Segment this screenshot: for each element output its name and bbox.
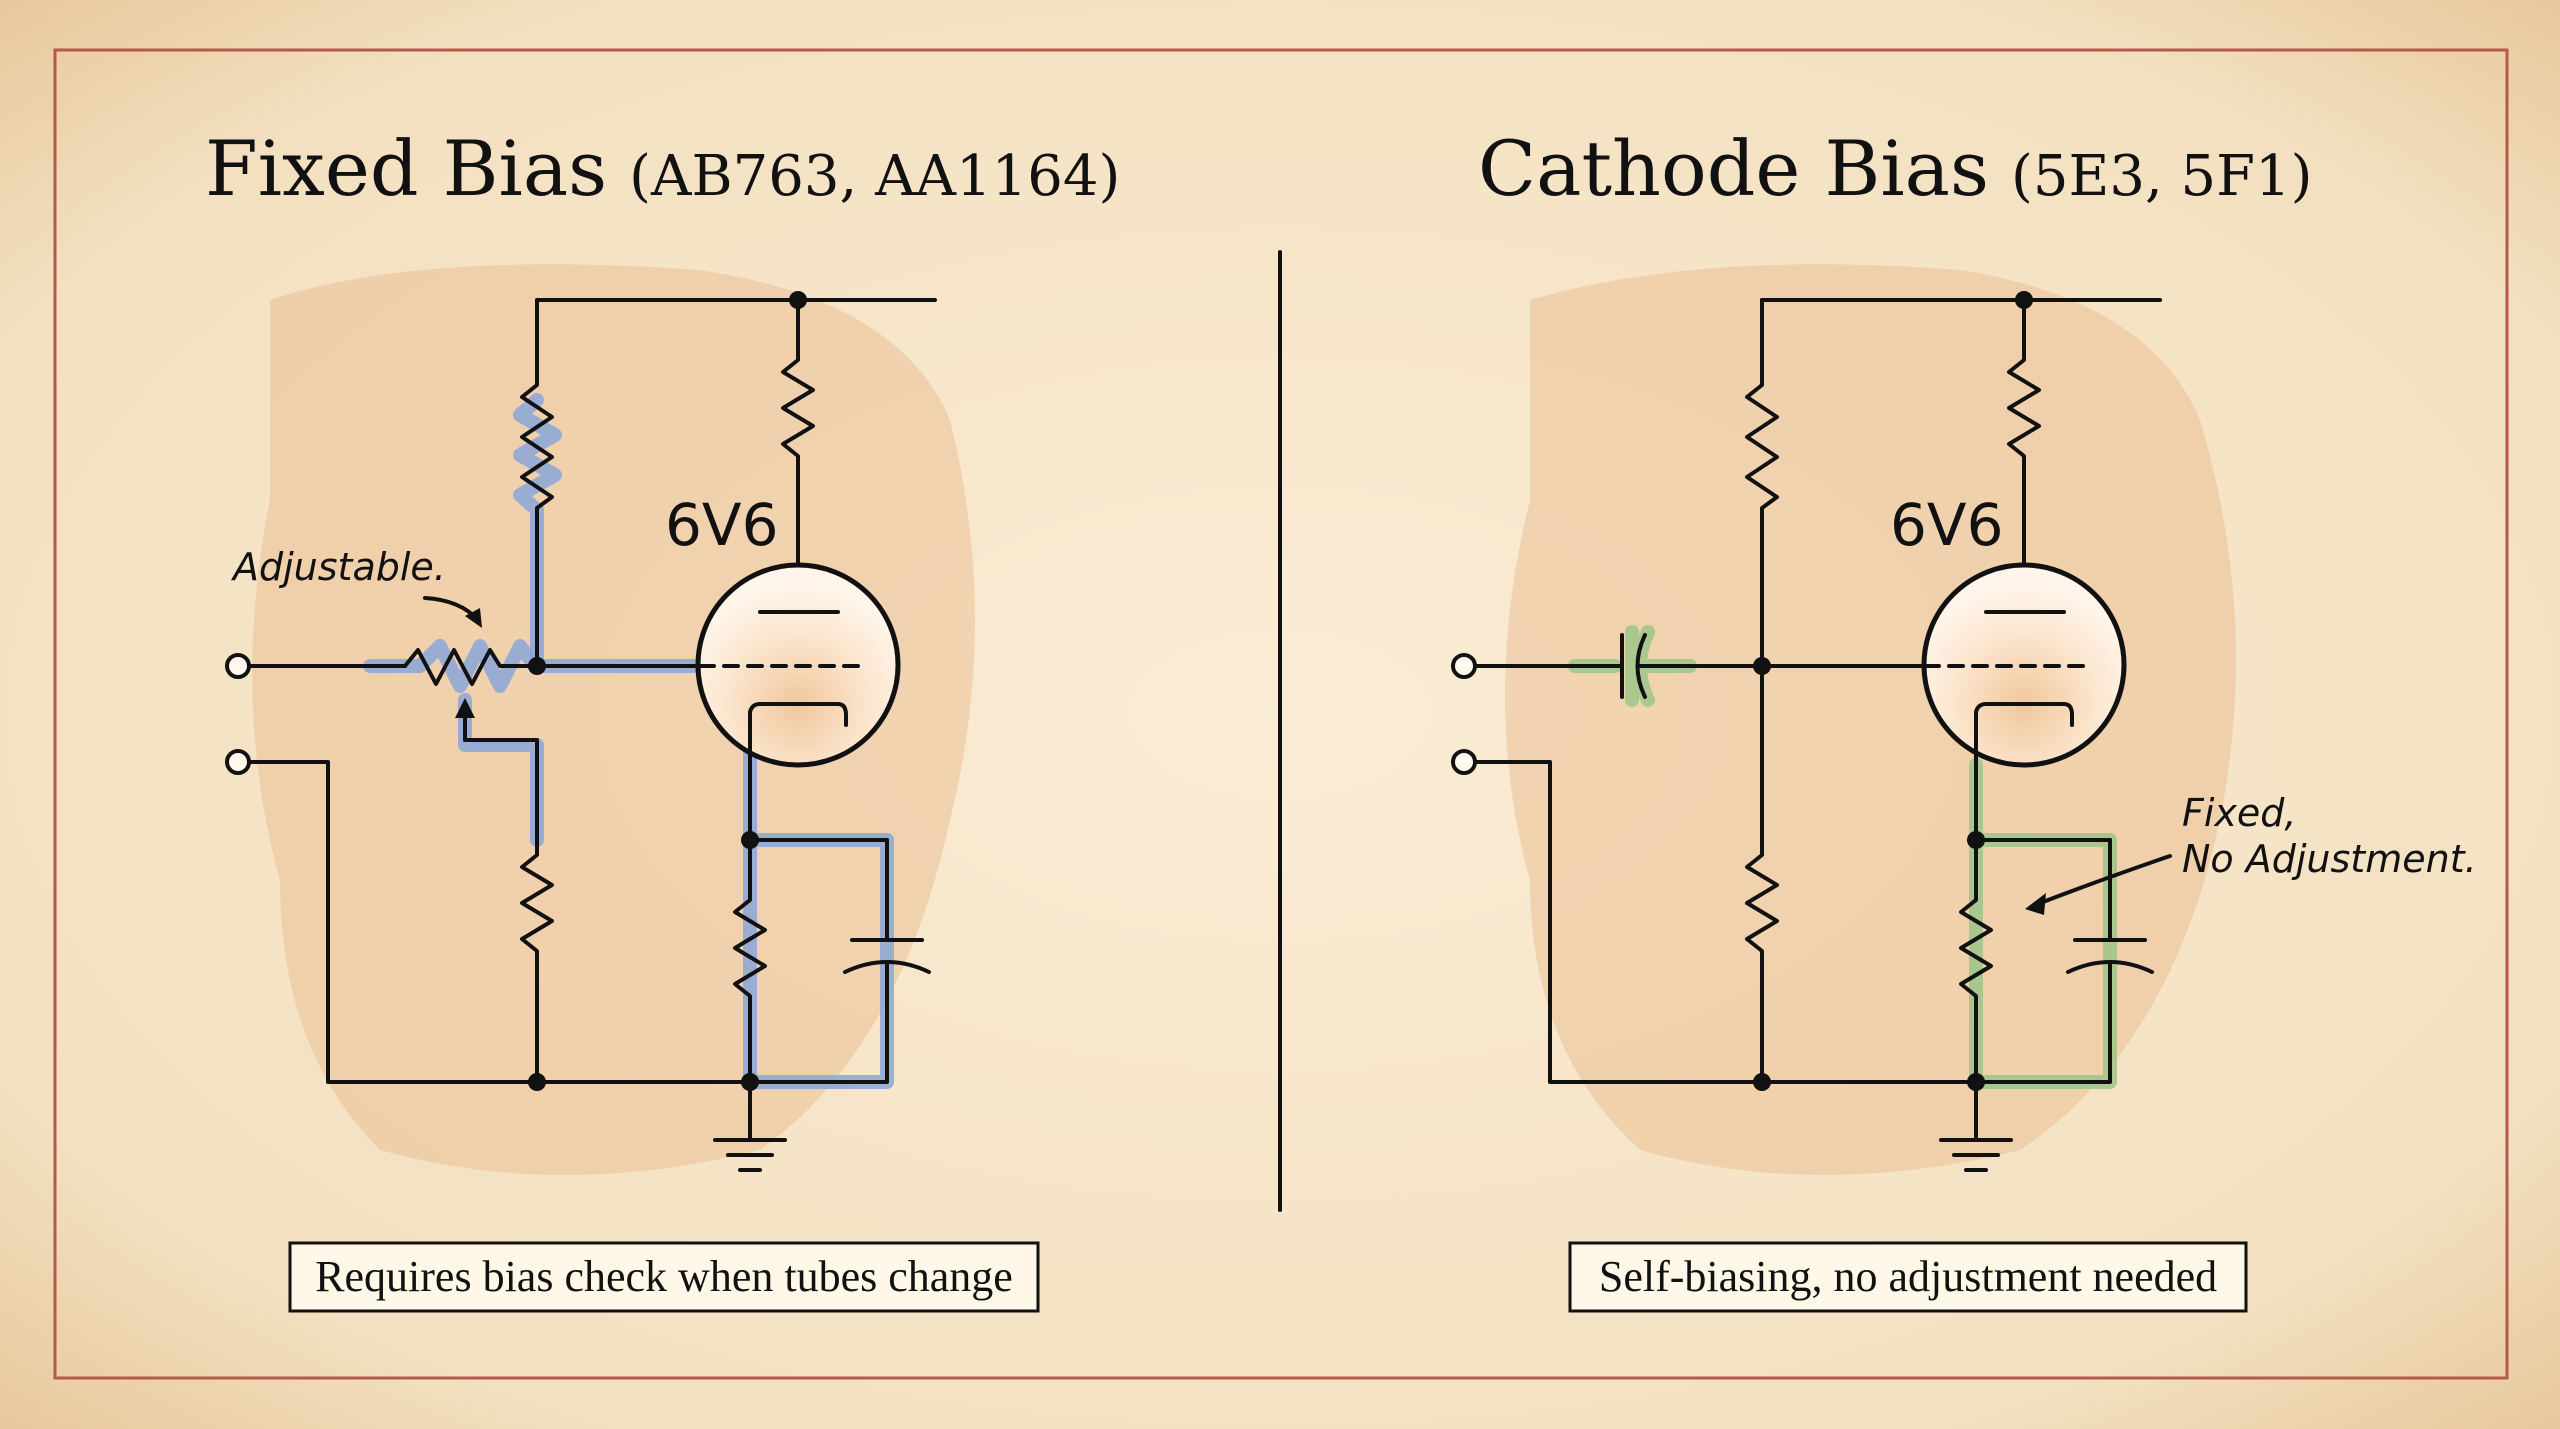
grid-resistor-bottom <box>1745 664 1779 1084</box>
tube-label-right: 6V6 <box>1890 491 2003 559</box>
fixed-pointer <box>2033 854 2172 907</box>
cathode-resistor <box>733 838 767 1084</box>
fixed-bias-caption: Requires bias check when tubes change <box>315 1252 1013 1301</box>
bypass-cap-lead-bottom <box>748 960 889 1084</box>
junction-node <box>789 291 807 309</box>
input-terminal <box>225 749 251 775</box>
junction-node <box>1753 1073 1771 1091</box>
cathode-bias-panel: Cathode Bias (5E3, 5F1) 6V6 <box>1451 124 2477 1313</box>
bypass-cap-lead-bottom <box>1974 960 2112 1084</box>
fixed-bias-panel: Fixed Bias (AB763, AA1164) Adjustable. 6 <box>205 124 1120 1313</box>
wiper-arrow-icon <box>455 698 475 718</box>
junction-node <box>2015 291 2033 309</box>
junction-node <box>528 657 546 675</box>
junction-node <box>741 831 759 849</box>
fixed-bias-title: Fixed Bias (AB763, AA1164) <box>205 124 1120 213</box>
page-border <box>53 48 2509 1380</box>
cathode-resistor <box>1959 838 1993 1084</box>
grid-resistor-top <box>1745 298 1779 668</box>
bias-divider-resistor-top <box>520 298 554 668</box>
input-terminal <box>1451 749 1477 775</box>
input-terminal <box>1451 653 1477 679</box>
cathode-bias-title: Cathode Bias (5E3, 5F1) <box>1478 124 2313 213</box>
adjustable-label: Adjustable. <box>230 545 446 589</box>
fixed-arrow-icon <box>2025 893 2046 915</box>
plate-load-resistor <box>781 298 815 567</box>
tube-cathode <box>748 702 848 734</box>
tube-label-left: 6V6 <box>665 491 778 559</box>
plate-load-resistor <box>2007 298 2041 567</box>
bias-divider-resistor-bottom <box>520 838 554 1084</box>
wash-right <box>1505 264 2236 1175</box>
junction-node <box>1967 831 1985 849</box>
fixed-label-line2: No Adjustment. <box>2182 837 2477 881</box>
junction-node <box>1967 1073 1985 1091</box>
fixed-bias-caption-box <box>288 1241 1040 1313</box>
junction-node <box>1753 657 1771 675</box>
wash-left <box>252 264 975 1175</box>
input-terminal <box>225 653 251 679</box>
junction-node <box>528 1073 546 1091</box>
potentiometer <box>403 648 539 686</box>
fixed-label-line1: Fixed, <box>2182 791 2296 835</box>
cathode-bias-caption-box <box>1568 1241 2248 1313</box>
wiper-to-divider <box>463 738 539 842</box>
adjustable-arrow-icon <box>465 608 482 628</box>
cathode-bias-caption: Self-biasing, no adjustment needed <box>1599 1252 2217 1301</box>
tube-cathode <box>1974 702 2074 767</box>
junction-node <box>741 1073 759 1091</box>
